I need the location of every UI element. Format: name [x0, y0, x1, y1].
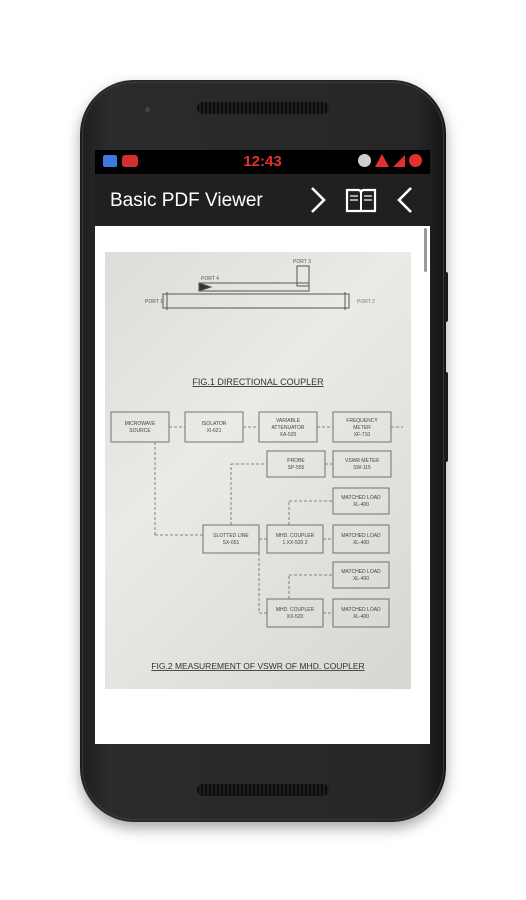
next-page-icon [311, 187, 326, 213]
matched-load-4-label-1: MATCHED LOAD [341, 607, 381, 613]
vswr-meter-block [332, 450, 392, 478]
scanned-page-image: PORT 1 PORT 2 PORT 3 PORT 4 FIG.1 DIRECT… [105, 252, 411, 689]
matched-load-3-label-1: MATCHED LOAD [341, 569, 381, 575]
wifi-icon [375, 154, 389, 167]
matched-load-3-label-2: XL-400 [353, 576, 369, 582]
port1-label: PORT 1 [145, 299, 163, 305]
phone-rim [82, 82, 444, 820]
mhd-coupler-2-block [266, 598, 324, 628]
vertical-scrollbar[interactable] [424, 228, 427, 272]
port4-label: PORT 4 [201, 276, 219, 282]
microwave-source-block [110, 411, 170, 443]
freq-meter-label-1: FREQUENCY [346, 418, 378, 424]
next-page-button[interactable] [300, 182, 336, 218]
microwave-source-label-2: SOURCE [129, 428, 151, 434]
vswr-meter-label-2: SW-115 [353, 465, 371, 471]
circuit-diagram: PORT 1 PORT 2 PORT 3 PORT 4 FIG.1 DIRECT… [110, 259, 403, 671]
power-button [444, 272, 448, 322]
mhd-coupler-1-label-1: MHD. COUPLER [276, 533, 315, 539]
matched-load-1-label-1: MATCHED LOAD [341, 495, 381, 501]
port2-label: PORT 2 [357, 299, 375, 305]
matched-load-3-block [332, 561, 390, 589]
previous-page-icon [397, 187, 412, 213]
matched-load-1-label-2: XL-400 [353, 502, 369, 508]
status-bar: 12:43 [95, 150, 430, 174]
mhd-coupler-2-label-1: MHD. COUPLER [276, 607, 315, 613]
probe-block [266, 450, 326, 478]
isolator-label-2: XI-621 [207, 428, 222, 434]
isolator-block [184, 411, 244, 443]
probe-label-1: PROBE [287, 458, 305, 464]
book-icon [345, 188, 377, 213]
status-clock: 12:43 [243, 153, 282, 170]
matched-load-4-label-2: XL-400 [353, 614, 369, 620]
volume-button [444, 372, 448, 462]
book-button[interactable] [343, 182, 379, 218]
mhd-coupler-2-label-2: XX-520 [287, 614, 304, 620]
freq-meter-label-3: XF-710 [354, 432, 371, 438]
microwave-source-label-1: MICROWAVE [125, 421, 156, 427]
attenuator-label-2: ATTENUATOR [271, 425, 304, 431]
isolator-label-1: ISOLATOR [202, 421, 227, 427]
vswr-meter-label-1: VSWR METER [345, 458, 379, 464]
mhd-coupler-1-label-2: 1 XX-520 2 [282, 540, 307, 546]
signal-icon [393, 154, 405, 167]
matched-load-2-label-1: MATCHED LOAD [341, 533, 381, 539]
message-notification-icon [122, 155, 138, 167]
attenuator-label-1: VARIABLE [276, 418, 301, 424]
app-title: Basic PDF Viewer [110, 190, 263, 211]
attenuator-label-3: XA-520 [280, 432, 297, 438]
directional-coupler-drawing [162, 265, 350, 310]
matched-load-2-label-2: XL-400 [353, 540, 369, 546]
previous-page-button[interactable] [387, 182, 423, 218]
bottom-speaker-grille [197, 784, 329, 796]
freq-meter-label-2: METER [353, 425, 371, 431]
action-bar: Basic PDF Viewer [95, 174, 430, 226]
fig1-caption: FIG.1 DIRECTIONAL COUPLER [192, 377, 324, 387]
fig2-caption: FIG.2 MEASUREMENT OF VSWR OF MHD. COUPLE… [151, 661, 364, 671]
slotted-line-block [202, 524, 260, 554]
slotted-line-label-2: SX-651 [223, 540, 240, 546]
front-camera [145, 107, 150, 112]
record-icon [409, 154, 422, 167]
phone-screen: 12:43 Basic PDF Viewer [95, 150, 430, 744]
probe-label-2: SP-555 [288, 465, 305, 471]
matched-load-2-block [332, 524, 390, 554]
top-speaker-grille [197, 102, 329, 114]
app-notification-icon [103, 155, 117, 167]
port3-label: PORT 3 [293, 259, 311, 265]
alarm-icon [358, 154, 371, 167]
matched-load-4-block [332, 598, 390, 628]
connection-lines [154, 426, 403, 614]
slotted-line-label-1: SLOTTED LINE [213, 533, 249, 539]
pdf-page-view[interactable]: PORT 1 PORT 2 PORT 3 PORT 4 FIG.1 DIRECT… [95, 226, 430, 744]
mhd-coupler-1-block [266, 524, 324, 554]
matched-load-1-block [332, 487, 390, 515]
